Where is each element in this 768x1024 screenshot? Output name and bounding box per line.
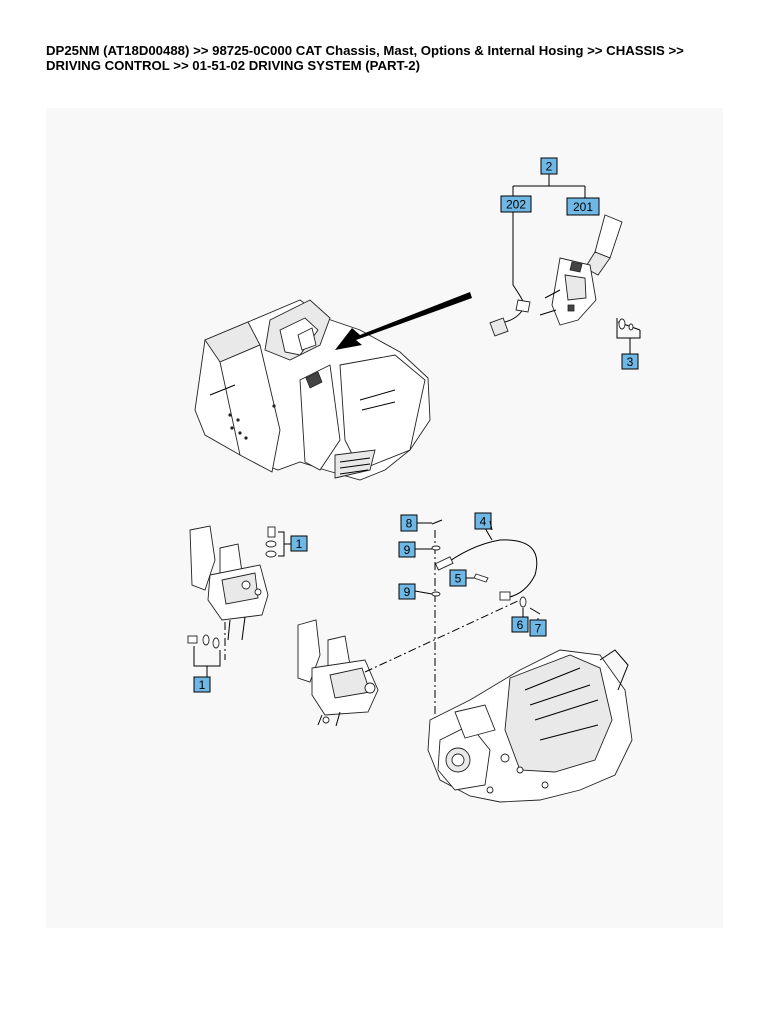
svg-text:2: 2 <box>546 160 553 174</box>
center-lines <box>224 530 521 718</box>
callout-201[interactable]: 201 <box>566 197 600 216</box>
svg-text:9: 9 <box>404 543 411 557</box>
parking-lever-drawing <box>539 214 623 326</box>
lower-bolts-drawing <box>187 634 221 677</box>
svg-text:1: 1 <box>296 537 303 551</box>
svg-text:5: 5 <box>455 572 462 586</box>
callout-9-lower[interactable]: 9 <box>398 583 416 600</box>
top-leader-lines <box>512 174 631 354</box>
small-parts-drawing <box>431 519 541 620</box>
callout-9-upper[interactable]: 9 <box>398 541 416 558</box>
svg-text:8: 8 <box>406 517 413 531</box>
callout-4[interactable]: 4 <box>474 512 492 530</box>
callout-202[interactable]: 202 <box>500 195 532 213</box>
page-title: DP25NM (AT18D00488) >> 98725-0C000 CAT C… <box>46 43 684 73</box>
callout-8[interactable]: 8 <box>400 514 418 532</box>
callout-5[interactable]: 5 <box>449 569 467 587</box>
callout-leaders <box>414 520 493 595</box>
cable-drawing <box>434 527 538 601</box>
callout-6[interactable]: 6 <box>511 616 529 633</box>
upper-bolts-drawing <box>265 526 292 558</box>
svg-text:7: 7 <box>535 622 542 636</box>
callout-1-upper[interactable]: 1 <box>290 535 308 552</box>
svg-text:1: 1 <box>199 678 206 692</box>
svg-text:3: 3 <box>627 355 634 369</box>
callout-3[interactable]: 3 <box>621 353 639 370</box>
callout-2[interactable]: 2 <box>540 157 558 175</box>
pointer-arrow <box>335 292 472 350</box>
svg-text:202: 202 <box>506 198 526 212</box>
pedal-assembly-drawing <box>297 619 379 727</box>
svg-text:201: 201 <box>573 200 593 214</box>
pedal-bracket-drawing <box>189 525 269 641</box>
chassis-body-drawing <box>194 299 431 481</box>
svg-text:4: 4 <box>480 515 487 529</box>
sensor-drawing <box>489 212 531 337</box>
svg-text:6: 6 <box>517 618 524 632</box>
bolt-drawing <box>616 318 641 339</box>
callout-7[interactable]: 7 <box>529 619 547 637</box>
callout-1-lower[interactable]: 1 <box>193 676 211 693</box>
transmission-housing-drawing <box>427 649 633 803</box>
svg-text:9: 9 <box>404 585 411 599</box>
